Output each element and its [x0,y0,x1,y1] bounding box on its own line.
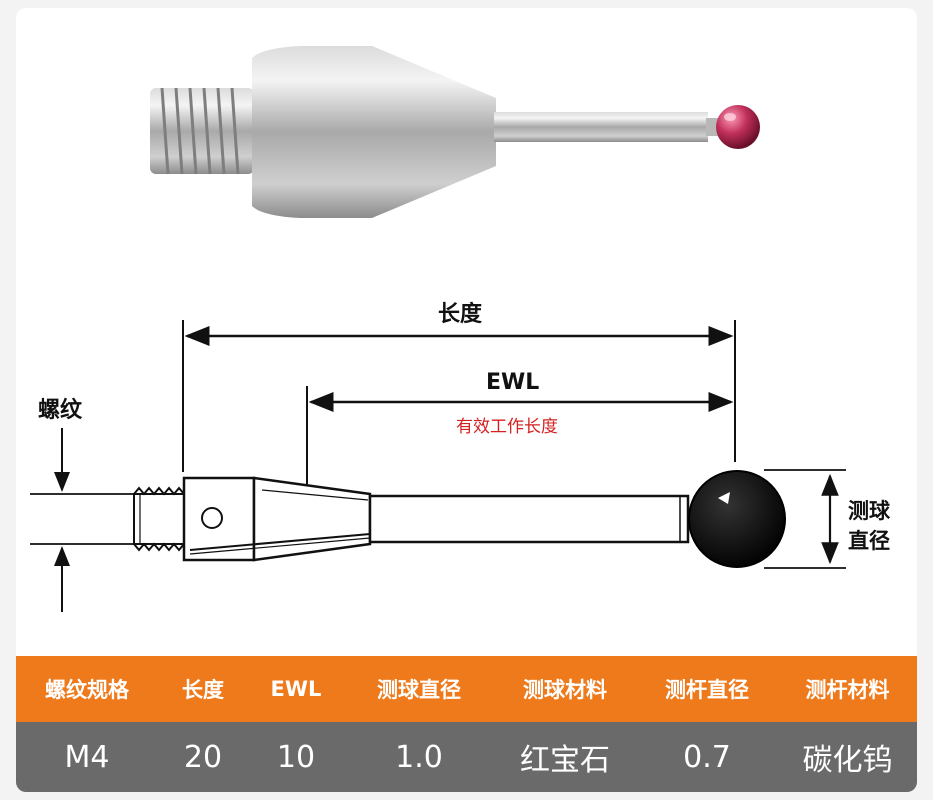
stylus-drawing [30,320,846,612]
drawing-stem [368,494,690,544]
ball-highlight [718,492,730,504]
drawing-wrench-hole [201,507,223,529]
drawing-thread [133,493,185,545]
value-stem-material: 碳化钨 [802,743,893,778]
stylus-figure [30,46,846,612]
length-label: 长度 [438,302,483,327]
photo-stem [494,112,708,142]
header-ewl: EWL [270,677,322,701]
drawing-cone [252,476,372,562]
header-ball-diameter: 测球直径 [377,678,461,702]
photo-thread-grooves [160,87,240,175]
value-thread-spec: M4 [64,739,110,775]
ball-diameter-label: 测球直径 [848,499,890,553]
value-stem-diameter: 0.7 [683,739,731,775]
ewl-label: EWL [486,370,540,395]
header-ball-material: 测球材料 [523,678,607,702]
stylus-photo [150,46,760,218]
value-ball-diameter: 1.0 [395,739,443,775]
drawing-probe-ball [688,470,786,568]
photo-ruby-ball [716,105,760,149]
value-ewl: 10 [276,739,316,775]
thread-label: 螺纹 [38,398,83,423]
header-stem-diameter: 测杆直径 [665,678,749,702]
photo-cone [372,46,496,218]
value-ball-material: 红宝石 [520,743,610,778]
ewl-description: 有效工作长度 [456,417,558,437]
spec-table-header-row: 螺纹规格 长度 EWL 测球直径 测球材料 测杆直径 测杆材料 [16,656,917,722]
header-stem-material: 测杆材料 [805,678,890,702]
spec-table-value-row: M4 20 10 1.0 红宝石 0.7 碳化钨 [16,722,917,792]
header-thread-spec: 螺纹规格 [45,678,129,702]
spec-table: 螺纹规格 长度 EWL 测球直径 测球材料 测杆直径 测杆材料 M4 20 10… [16,656,917,792]
photo-body [252,46,372,218]
value-length: 20 [183,739,223,775]
header-length: 长度 [182,678,224,702]
